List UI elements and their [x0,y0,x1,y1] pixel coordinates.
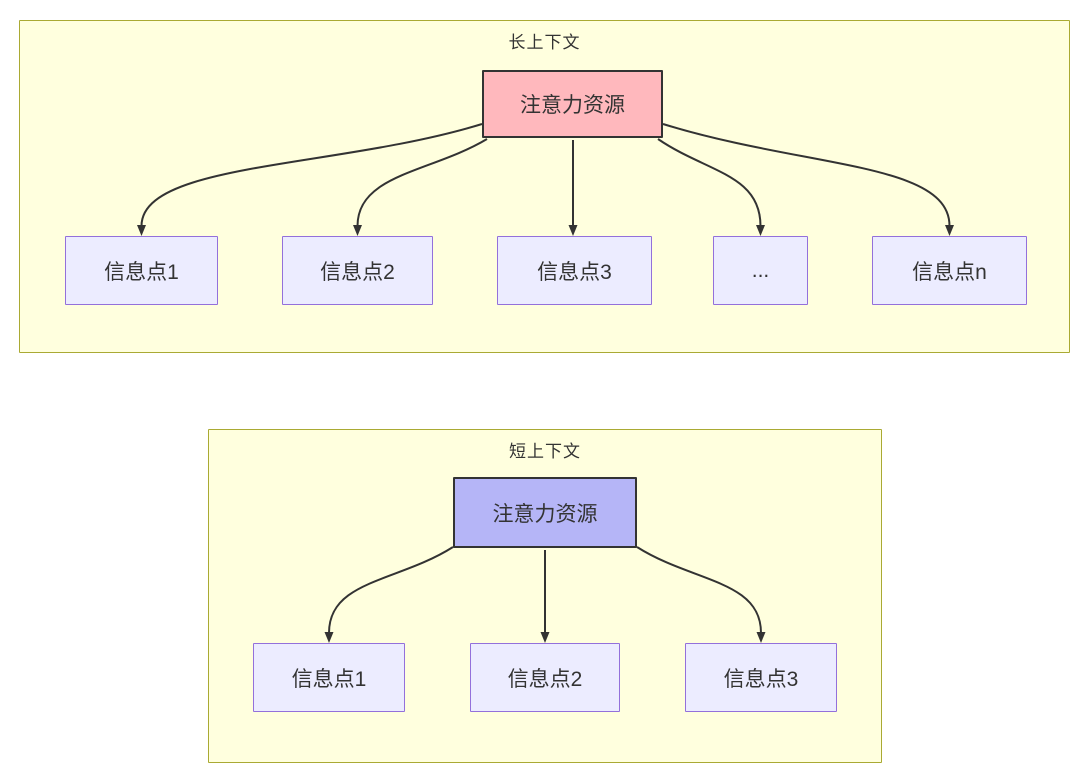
panel-long-context-title: 长上下文 [508,33,581,52]
attention-box-long: 注意力资源 [482,70,663,138]
info-node-long-1: 信息点1 [65,236,218,305]
info-node-short-1: 信息点1 [253,643,405,712]
info-node-long-n: 信息点n [872,236,1027,305]
attention-box-short: 注意力资源 [453,477,637,548]
info-node-long-ellipsis: ... [713,236,808,305]
info-node-long-2: 信息点2 [282,236,433,305]
info-node-short-2: 信息点2 [470,643,620,712]
info-node-short-3: 信息点3 [685,643,837,712]
info-node-long-3: 信息点3 [497,236,652,305]
panel-short-context-title: 短上下文 [509,442,581,461]
